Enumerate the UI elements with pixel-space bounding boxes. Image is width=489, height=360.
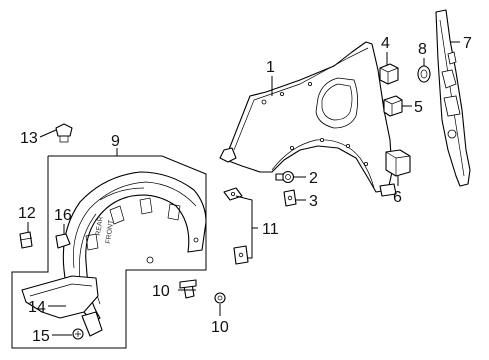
fender: [219, 41, 397, 197]
callout-11: 11: [262, 221, 279, 238]
nut-clip-part-3: [283, 189, 297, 207]
callout-15: 15: [32, 328, 50, 345]
callout-12: 12: [18, 205, 36, 222]
bolt-part-2: [275, 170, 295, 184]
liner-marking-rear: REAR: [95, 216, 105, 236]
assembly-9-outline: [11, 155, 207, 349]
callout-6: 6: [393, 189, 402, 206]
clip-part-4: [379, 63, 399, 85]
callout-2: 2: [309, 170, 318, 187]
push-rivet-10-lower: [214, 292, 226, 304]
bracket-part-5: [383, 95, 403, 117]
callout-9: 9: [111, 133, 120, 150]
splash-shield-part-14: [21, 275, 103, 337]
pillar-seal-panel: [435, 9, 471, 187]
callout-13: 13: [20, 130, 38, 147]
leader-lines: [27, 41, 460, 336]
clip-part-11-upper: [223, 187, 243, 201]
plug-part-8: [417, 65, 431, 83]
liner-marking-front: FRONT: [105, 219, 115, 245]
callouts: 1 2 3 4 5 6 7 8 9 10 10 11 12 13 14 15 1…: [18, 35, 472, 345]
callout-14: 14: [28, 299, 46, 316]
callout-3: 3: [309, 193, 318, 210]
clip-part-11-lower: [233, 245, 249, 265]
callout-16: 16: [54, 207, 72, 224]
callout-7: 7: [463, 35, 472, 52]
push-rivet-10-upper: [179, 279, 197, 299]
bracket-part-6: [385, 149, 411, 177]
callout-10-lower: 10: [211, 319, 229, 336]
callout-8: 8: [418, 41, 427, 58]
clip-part-12: [19, 231, 33, 249]
push-pin-part-13: [55, 123, 73, 143]
callout-10-upper: 10: [152, 283, 170, 300]
screw-part-15: [72, 328, 84, 340]
clip-part-16: [55, 233, 71, 249]
callout-5: 5: [414, 99, 423, 116]
callout-4: 4: [381, 35, 390, 52]
callout-1: 1: [266, 59, 275, 76]
